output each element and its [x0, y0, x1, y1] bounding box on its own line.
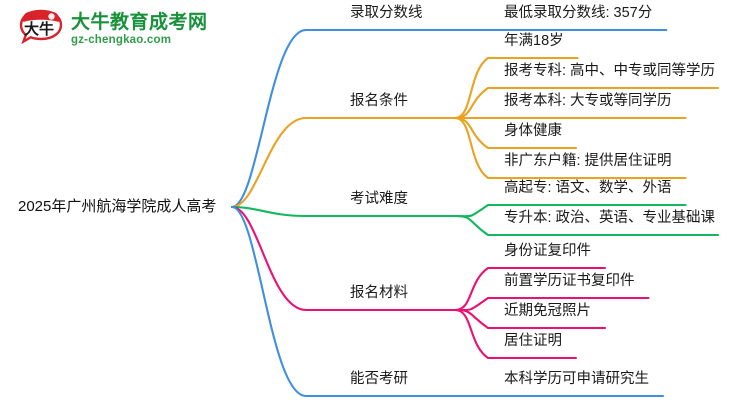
site-logo: 大牛 大牛教育成考网 gz-chengkao.com: [18, 8, 208, 52]
svg-text:大牛: 大牛: [24, 20, 54, 38]
leaf-label-1-0[interactable]: 年满18岁: [504, 33, 564, 49]
leaf-label-2-1[interactable]: 专升本: 政治、英语、专业基础课: [504, 210, 716, 226]
logo-title: 大牛教育成考网: [71, 12, 208, 34]
leaf-label-1-3[interactable]: 身体健康: [504, 123, 562, 139]
leaf-label-3-1[interactable]: 前置学历证书复印件: [504, 273, 635, 289]
leaf-label-1-4[interactable]: 非广东户籍: 提供居住证明: [504, 153, 672, 169]
leaf-label-3-2[interactable]: 近期免冠照片: [504, 303, 591, 319]
branch-label-4[interactable]: 能否考研: [350, 371, 408, 387]
logo-subtitle: gz-chengkao.com: [71, 34, 172, 47]
central-topic[interactable]: 2025年广州航海学院成人高考: [18, 198, 217, 215]
logo-text: 大牛教育成考网 gz-chengkao.com: [71, 13, 208, 47]
branch-label-3[interactable]: 报名材料: [350, 285, 408, 301]
branch-label-0[interactable]: 录取分数线: [350, 5, 423, 21]
leaf-label-2-0[interactable]: 高起专: 语文、数学、外语: [504, 180, 672, 196]
speech-bubble-logo-icon: 大牛: [18, 8, 64, 52]
leaf-label-3-0[interactable]: 身份证复印件: [504, 243, 591, 259]
branch-label-1[interactable]: 报名条件: [350, 93, 408, 109]
leaf-label-1-1[interactable]: 报考专科: 高中、中专或同等学历: [504, 63, 716, 79]
leaf-label-1-2[interactable]: 报考本科: 大专或等同学历: [504, 93, 672, 109]
branch-label-2[interactable]: 考试难度: [350, 191, 408, 207]
leaf-label-4-0[interactable]: 本科学历可申请研究生: [504, 371, 649, 387]
leaf-label-3-3[interactable]: 居住证明: [504, 333, 562, 349]
leaf-label-0-0[interactable]: 最低录取分数线: 357分: [504, 5, 653, 21]
